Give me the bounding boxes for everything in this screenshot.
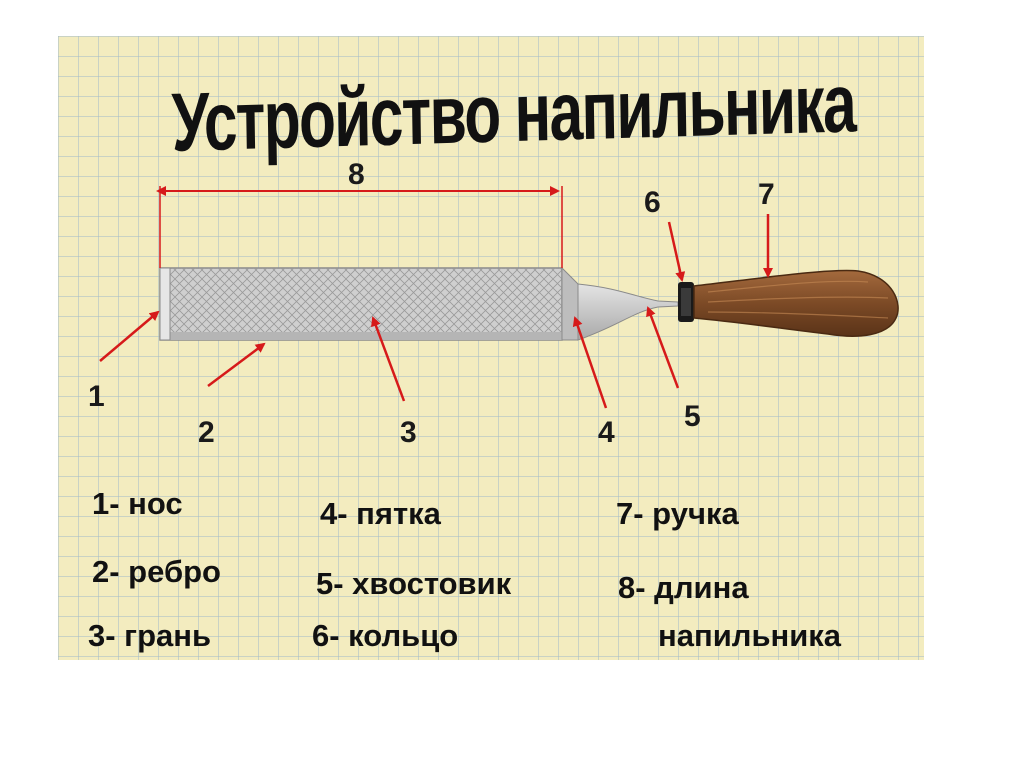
legend-item-5: 5- хвостовик xyxy=(316,566,512,601)
legend-item-7: 7- ручка xyxy=(616,496,739,531)
callout-5: 5 xyxy=(684,400,701,433)
legend-item-8-continued: напильника xyxy=(658,618,842,653)
page-title: Устройство напильника xyxy=(170,57,856,170)
callout-6: 6 xyxy=(644,186,661,219)
legend-item-1: 1- нос xyxy=(92,486,183,521)
callout-3: 3 xyxy=(400,416,417,449)
callout-7: 7 xyxy=(758,178,775,211)
callout-2: 2 xyxy=(198,416,215,449)
arrow-4 xyxy=(572,316,608,409)
file-blade xyxy=(159,267,563,341)
slide: Устройство напильника 8 6 7 1 2 3 4 5 1-… xyxy=(58,36,924,660)
arrow-6 xyxy=(667,221,686,282)
callout-4: 4 xyxy=(598,416,615,449)
legend-item-8: 8- длина xyxy=(618,570,749,605)
legend-item-3: 3- грань xyxy=(88,618,212,653)
arrow-3 xyxy=(371,316,406,402)
arrow-2 xyxy=(207,342,266,387)
diagram-canvas xyxy=(58,36,924,660)
legend-item-2: 2- ребро xyxy=(92,554,221,589)
arrow-1 xyxy=(99,310,160,362)
grid-lines xyxy=(58,36,924,660)
arrow-5 xyxy=(646,306,680,389)
legend-item-4: 4- пятка xyxy=(320,496,441,531)
file-handle xyxy=(693,269,899,337)
callout-8: 8 xyxy=(348,158,365,191)
callout-1: 1 xyxy=(88,380,105,413)
legend-item-6: 6- кольцо xyxy=(312,618,459,653)
